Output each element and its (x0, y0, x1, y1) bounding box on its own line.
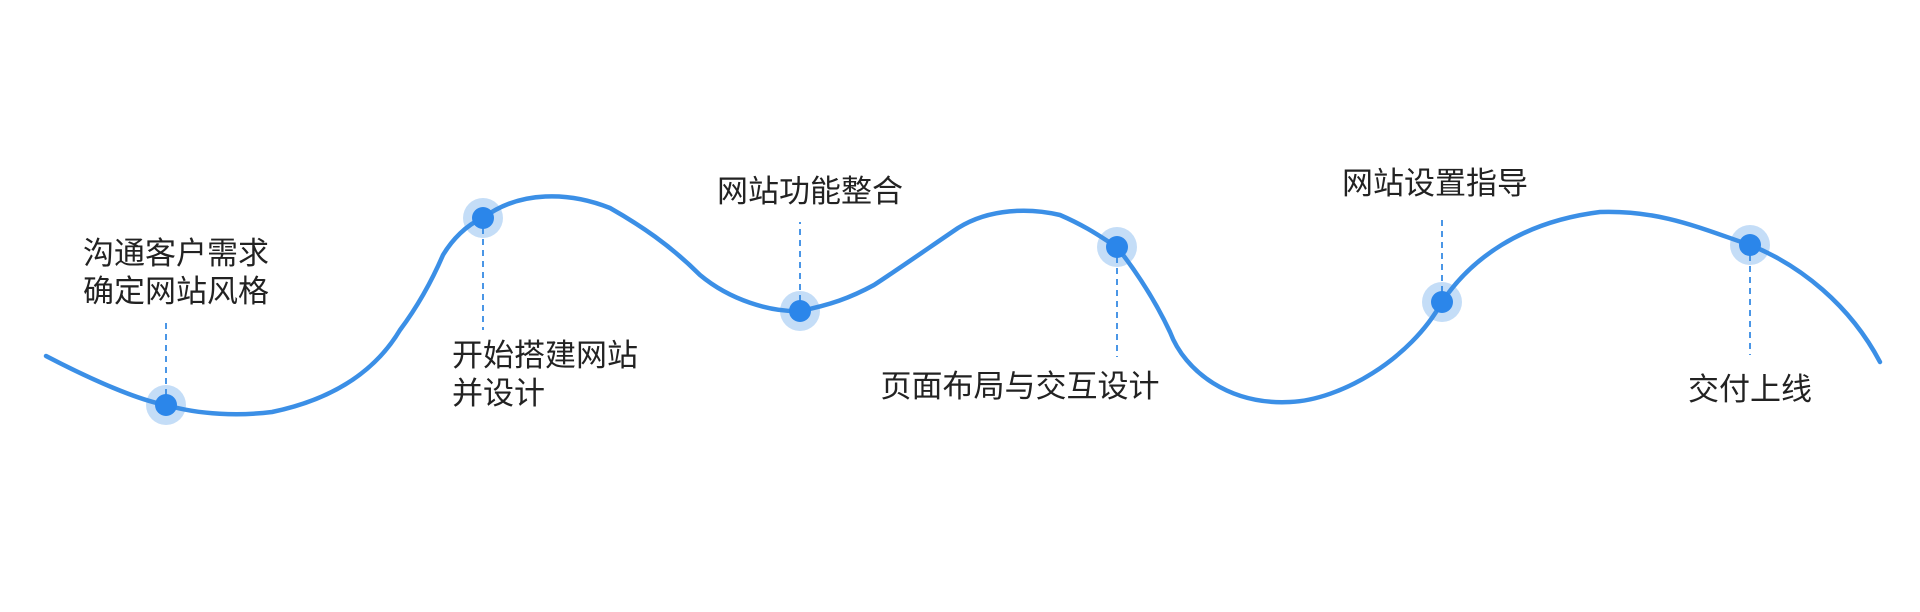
step-node-dot (1106, 236, 1128, 258)
timeline-step-2: 开始搭建网站并设计 (452, 198, 638, 412)
step-label-line: 开始搭建网站 (452, 338, 638, 374)
step-label: 网站功能整合 (717, 174, 903, 210)
step-label: 开始搭建网站并设计 (452, 338, 638, 412)
step-node-dot (472, 207, 494, 229)
timeline-step-3: 网站功能整合 (717, 174, 903, 331)
step-label-line: 网站功能整合 (717, 174, 903, 210)
step-label: 交付上线 (1688, 372, 1812, 408)
step-node-dot (1739, 234, 1761, 256)
step-node-dot (155, 394, 177, 416)
timeline-step-1: 沟通客户需求确定网站风格 (83, 236, 269, 425)
timeline-wave-curve (43, 194, 1883, 417)
step-node-dot (789, 300, 811, 322)
step-label-line: 页面布局与交互设计 (881, 369, 1160, 405)
step-label-line: 并设计 (452, 376, 545, 412)
step-label: 页面布局与交互设计 (881, 369, 1160, 405)
step-label-line: 确定网站风格 (83, 274, 269, 310)
step-label: 网站设置指导 (1342, 166, 1528, 202)
step-label-line: 沟通客户需求 (83, 236, 269, 272)
step-node-dot (1431, 291, 1453, 313)
step-label-line: 交付上线 (1688, 372, 1812, 408)
step-label-line: 网站设置指导 (1342, 166, 1528, 202)
step-label: 沟通客户需求确定网站风格 (83, 236, 269, 310)
timeline-step-6: 交付上线 (1688, 225, 1812, 408)
timeline-step-5: 网站设置指导 (1342, 166, 1528, 322)
timeline-step-4: 页面布局与交互设计 (881, 227, 1160, 405)
